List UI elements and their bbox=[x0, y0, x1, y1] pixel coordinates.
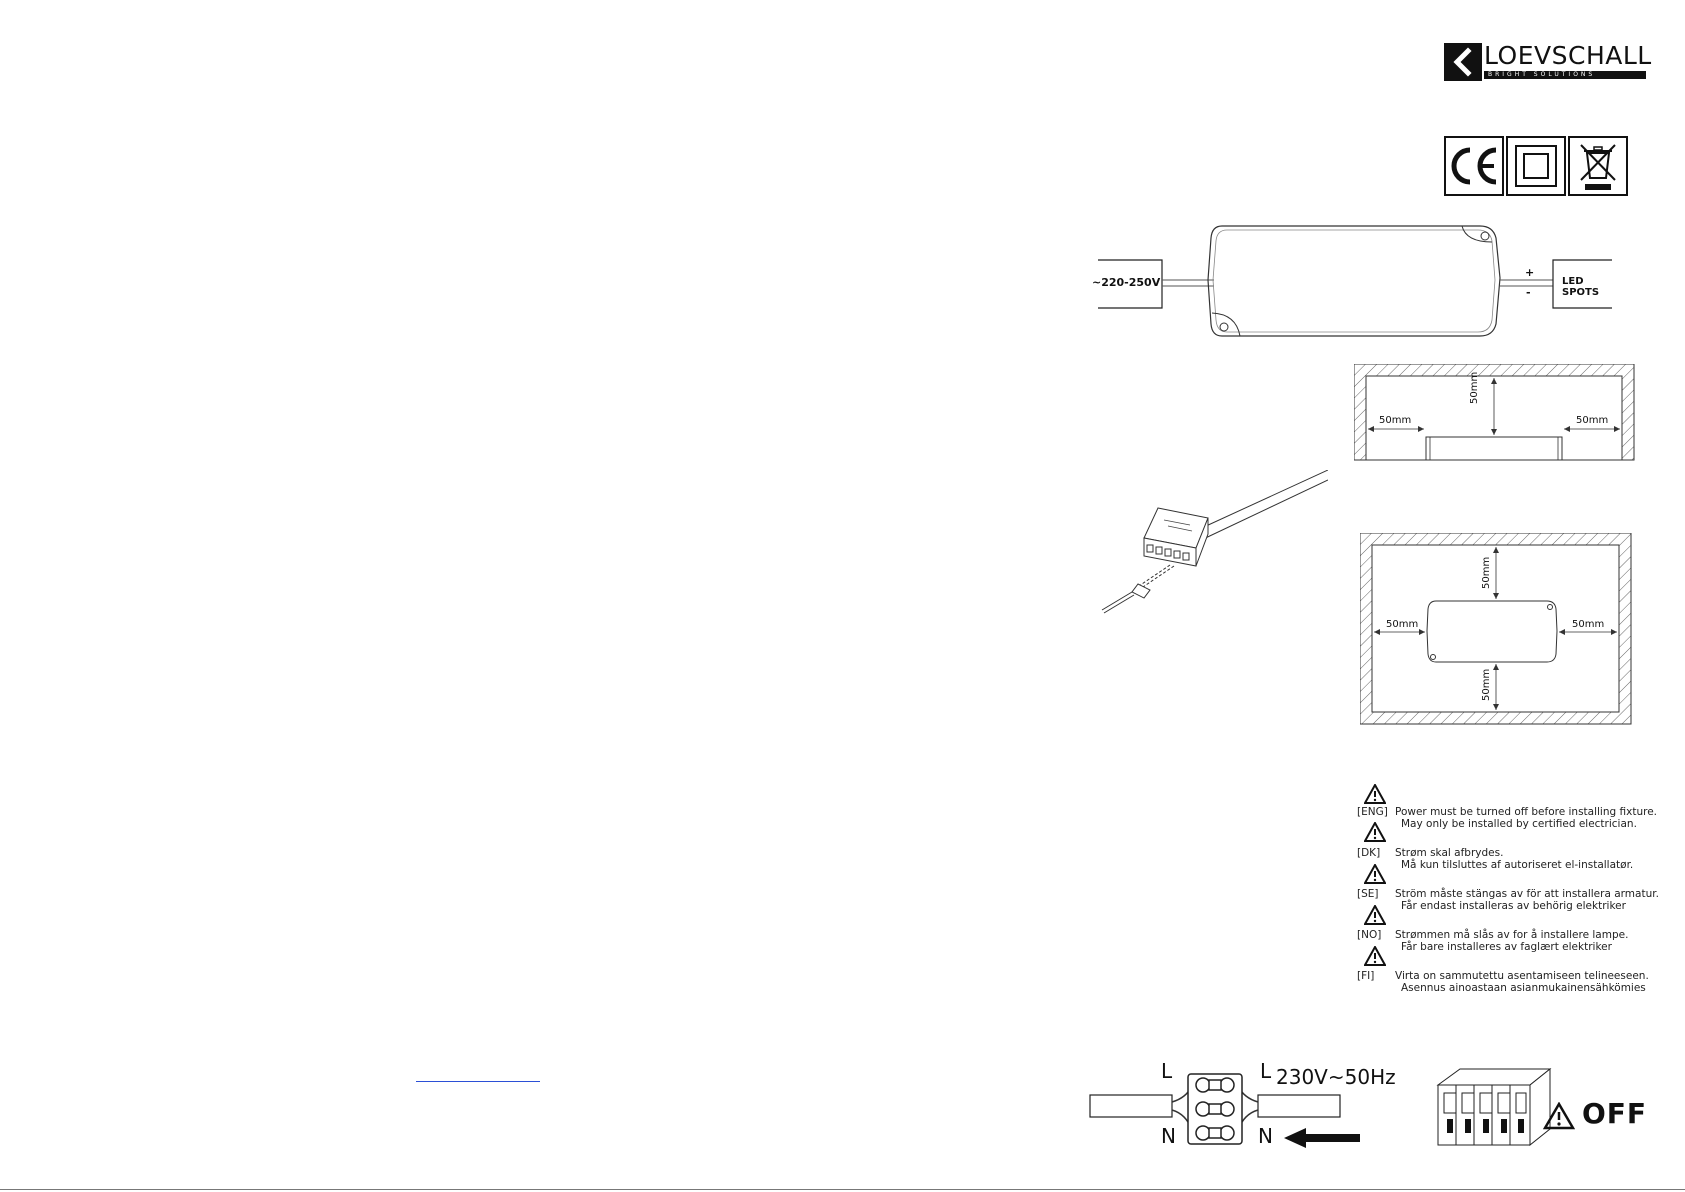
clearance-left-label: 50mm bbox=[1379, 415, 1412, 426]
arrow-left-icon bbox=[1284, 1128, 1360, 1148]
warning-code: [ENG] bbox=[1357, 806, 1388, 818]
warning-line2: Asennus ainoastaan asianmukainensähkömie… bbox=[1401, 982, 1646, 994]
page-bottom-rule bbox=[0, 1189, 1685, 1190]
circuit-breaker-illustration bbox=[1430, 1053, 1560, 1148]
clearance-right-label: 50mm bbox=[1576, 415, 1609, 426]
warning-triangle-icon bbox=[1364, 784, 1386, 804]
warning-se: [SE] Ström måste stängas av för att insta… bbox=[1357, 888, 1659, 912]
clearance-plan-view: 50mm 50mm 50mm 50mm bbox=[1359, 532, 1632, 725]
warning-dk: [DK] Strøm skal afbrydes. Må kun tilslutt… bbox=[1357, 847, 1633, 871]
terminal-block bbox=[1187, 1073, 1243, 1145]
clearance-side-view: 50mm 50mm 50mm bbox=[1353, 363, 1635, 461]
left-l-label: L bbox=[1161, 1059, 1173, 1083]
logo-mark-icon bbox=[1444, 43, 1482, 81]
warning-line1: Strøm skal afbrydes. bbox=[1395, 847, 1504, 859]
warning-line2: Får bare installeres av faglært elektrik… bbox=[1401, 941, 1612, 953]
warning-line1: Virta on sammutettu asentamiseen telinee… bbox=[1395, 970, 1649, 982]
plan-left-label: 50mm bbox=[1386, 619, 1419, 630]
warning-line2: May only be installed by certified elect… bbox=[1401, 818, 1637, 830]
ce-mark-icon bbox=[1444, 136, 1504, 196]
left-n-label: N bbox=[1161, 1124, 1176, 1148]
right-n-label: N bbox=[1258, 1124, 1273, 1148]
brand-tagline-bar bbox=[1484, 71, 1646, 79]
driver-wiring-diagram: ~220-250V LED SPOTS + - bbox=[1090, 218, 1620, 346]
weee-bin-icon bbox=[1568, 136, 1628, 196]
plan-bottom-label: 50mm bbox=[1481, 668, 1492, 701]
warning-code: [DK] bbox=[1357, 847, 1381, 859]
double-insulation-icon bbox=[1506, 136, 1566, 196]
warning-triangle-icon bbox=[1364, 864, 1386, 884]
brand-name: LOEVSCHALL bbox=[1484, 41, 1652, 70]
warning-triangle-icon bbox=[1543, 1102, 1575, 1130]
warning-triangle-icon bbox=[1364, 822, 1386, 842]
warning-triangle-icon bbox=[1364, 905, 1386, 925]
warning-code: [NO] bbox=[1357, 929, 1382, 941]
warning-line2: Får endast installeras av behörig elektr… bbox=[1401, 900, 1626, 912]
brand-tagline: BRIGHT SOLUTIONS bbox=[1488, 71, 1596, 78]
brand-logo: LOEVSCHALL BRIGHT SOLUTIONS bbox=[1444, 41, 1651, 83]
off-label: OFF bbox=[1582, 1097, 1648, 1130]
right-l-label: L bbox=[1260, 1059, 1272, 1083]
warning-eng: [ENG] Power must be turned off before ins… bbox=[1357, 806, 1657, 830]
warning-line1: Ström måste stängas av för att installer… bbox=[1395, 888, 1659, 900]
warning-code: [SE] bbox=[1357, 888, 1379, 900]
warning-line1: Power must be turned off before installi… bbox=[1395, 806, 1657, 818]
hyperlink-underline[interactable] bbox=[416, 1081, 540, 1082]
warning-line1: Strømmen må slås av for å installere lam… bbox=[1395, 929, 1629, 941]
minus-terminal-label: - bbox=[1526, 286, 1531, 299]
plus-terminal-label: + bbox=[1525, 266, 1535, 279]
distribution-block-illustration bbox=[1098, 469, 1329, 635]
mains-voltage-label: 230V~50Hz bbox=[1276, 1065, 1396, 1089]
warning-line2: Må kun tilsluttes af autoriseret el-inst… bbox=[1401, 859, 1634, 871]
warning-no: [NO] Strømmen må slås av for å installere… bbox=[1357, 929, 1628, 953]
plan-top-label: 50mm bbox=[1481, 556, 1492, 589]
input-voltage-label: ~220-250V bbox=[1092, 276, 1161, 289]
certification-row bbox=[1444, 136, 1629, 202]
clearance-vertical-label: 50mm bbox=[1469, 371, 1480, 404]
led-driver-body bbox=[1207, 225, 1501, 337]
warning-code: [FI] bbox=[1357, 970, 1375, 982]
warning-triangle-icon bbox=[1364, 946, 1386, 966]
output-label: LED SPOTS bbox=[1562, 276, 1600, 298]
warning-fi: [FI] Virta on sammutettu asentamiseen tel… bbox=[1357, 970, 1649, 994]
mains-terminal-diagram: L N L N 230V~50Hz bbox=[1088, 1058, 1398, 1148]
plan-right-label: 50mm bbox=[1572, 619, 1605, 630]
